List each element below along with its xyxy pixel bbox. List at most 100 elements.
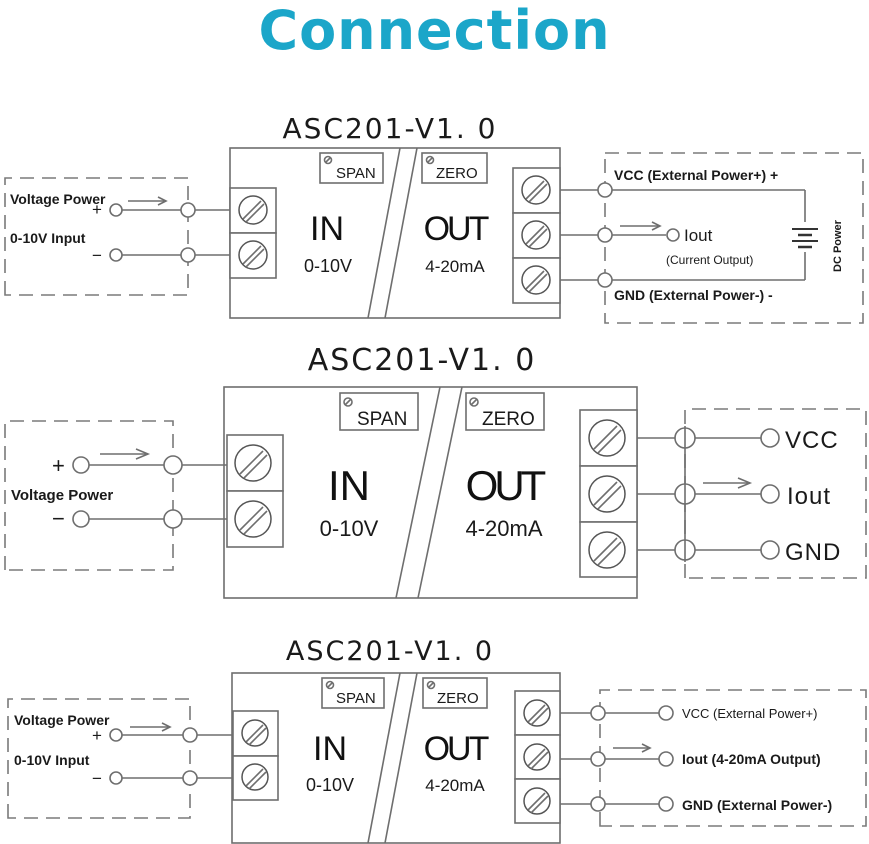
input-terminal-block	[229, 187, 277, 279]
module-body	[231, 672, 561, 844]
dashed-boundary	[604, 152, 864, 324]
terminal-node	[590, 705, 606, 721]
trim-screw-icon	[323, 155, 333, 165]
minus-sign: −	[52, 506, 65, 531]
output-terminal-block	[579, 409, 638, 578]
zero-label: ZERO	[436, 165, 478, 182]
zero-label: ZERO	[482, 409, 535, 430]
terminal-node	[163, 509, 183, 529]
module-body	[223, 386, 638, 599]
span-label: SPAN	[336, 165, 376, 182]
terminal-node	[109, 771, 123, 785]
screw-icon	[241, 763, 269, 791]
terminal-node	[760, 428, 780, 448]
terminal-node	[109, 728, 123, 742]
divider-line	[367, 147, 401, 319]
span-potentiometer[interactable]: SPAN	[321, 677, 385, 709]
in-range: 0-10V	[306, 775, 354, 795]
input-label: 0-10V Input	[10, 230, 86, 246]
screw-icon	[238, 195, 268, 225]
vcc-label: VCC (External Power+)	[682, 706, 817, 721]
out-range: 4-20mA	[425, 776, 485, 795]
output-terminal-block	[512, 167, 561, 304]
zero-potentiometer[interactable]: ZERO	[421, 152, 488, 184]
trim-screw-icon	[469, 397, 479, 407]
trim-screw-icon	[343, 397, 353, 407]
iout-label: Iout	[787, 483, 831, 510]
terminal-node	[658, 796, 674, 812]
minus-sign: −	[92, 246, 102, 265]
input-label: Voltage Power	[10, 191, 106, 207]
span-potentiometer[interactable]: SPAN	[319, 152, 384, 184]
input-terminal-block	[226, 434, 284, 548]
screw-icon	[234, 500, 272, 538]
input-source: + − Voltage Power	[4, 420, 227, 571]
span-label: SPAN	[336, 690, 376, 707]
terminal-node	[180, 247, 196, 263]
divider-line	[384, 672, 418, 844]
plus-sign: +	[92, 200, 102, 219]
terminal-node	[109, 248, 123, 262]
in-label: IN	[310, 210, 344, 248]
output-load: VCC (External Power+) + Iout (Current Ou…	[560, 152, 864, 324]
terminal-node	[760, 484, 780, 504]
terminal-node	[658, 705, 674, 721]
screw-icon	[521, 265, 551, 295]
terminal-node	[666, 228, 680, 242]
in-range: 0-10V	[304, 256, 352, 276]
out-label: OUT	[424, 730, 489, 768]
input-label: Voltage Power	[11, 487, 113, 504]
terminal-node	[72, 510, 90, 528]
diagram-3: ASC201-V1. 0 SPAN ZERO IN 0-10V OUT 4-20…	[7, 636, 867, 844]
diagram-1: ASC201-V1. 0 SPAN ZERO IN 0-10V OUT 4-20…	[4, 112, 864, 324]
span-potentiometer[interactable]: SPAN	[339, 392, 419, 431]
zero-label: ZERO	[437, 690, 479, 707]
out-range: 4-20mA	[425, 257, 485, 276]
terminal-node	[180, 202, 196, 218]
battery-icon	[792, 228, 818, 249]
terminal-node	[163, 455, 183, 475]
terminal-node	[597, 227, 613, 243]
divider-line	[395, 386, 441, 599]
terminal-node	[109, 203, 123, 217]
screw-icon	[241, 719, 269, 747]
gnd-label: GND (External Power-)	[682, 797, 832, 813]
terminal-node	[590, 751, 606, 767]
dashed-boundary	[599, 689, 867, 827]
span-label: SPAN	[357, 409, 407, 430]
trim-screw-icon	[425, 155, 435, 165]
diagram-2: ASC201-V1. 0 SPAN ZERO IN 0-10V OUT 4-20…	[4, 343, 867, 599]
model-title: ASC201-V1. 0	[286, 636, 494, 667]
page-title: Connection	[258, 0, 611, 62]
out-range: 4-20mA	[465, 516, 542, 541]
dashed-boundary	[4, 177, 189, 296]
output-load: VCC (External Power+) Iout (4-20mA Outpu…	[560, 689, 867, 827]
terminal-node	[590, 796, 606, 812]
in-range: 0-10V	[320, 516, 379, 541]
model-title: ASC201-V1. 0	[283, 112, 498, 145]
screw-icon	[234, 444, 272, 482]
dashed-boundary	[7, 698, 191, 819]
zero-potentiometer[interactable]: ZERO	[465, 392, 545, 431]
vcc-label: VCC	[785, 427, 839, 454]
in-label: IN	[328, 462, 370, 509]
iout-label: Iout (4-20mA Output)	[682, 751, 821, 767]
terminal-node	[72, 456, 90, 474]
terminal-node	[182, 770, 198, 786]
input-terminal-block	[232, 710, 279, 801]
input-source: + − Voltage Power 0-10V Input	[7, 698, 233, 819]
screw-icon	[521, 220, 551, 250]
trim-screw-icon	[325, 680, 335, 690]
terminal-node	[182, 727, 198, 743]
iout-label: Iout	[684, 226, 713, 245]
terminal-node	[658, 751, 674, 767]
iout-note: (Current Output)	[666, 253, 753, 267]
plus-sign: +	[92, 726, 102, 745]
divider-line	[367, 672, 401, 844]
input-source: + − Voltage Power 0-10V Input	[4, 177, 230, 296]
screw-icon	[238, 240, 268, 270]
minus-sign: −	[92, 769, 102, 788]
zero-potentiometer[interactable]: ZERO	[422, 677, 488, 709]
output-terminal-block	[514, 690, 561, 824]
divider-line	[417, 386, 463, 599]
